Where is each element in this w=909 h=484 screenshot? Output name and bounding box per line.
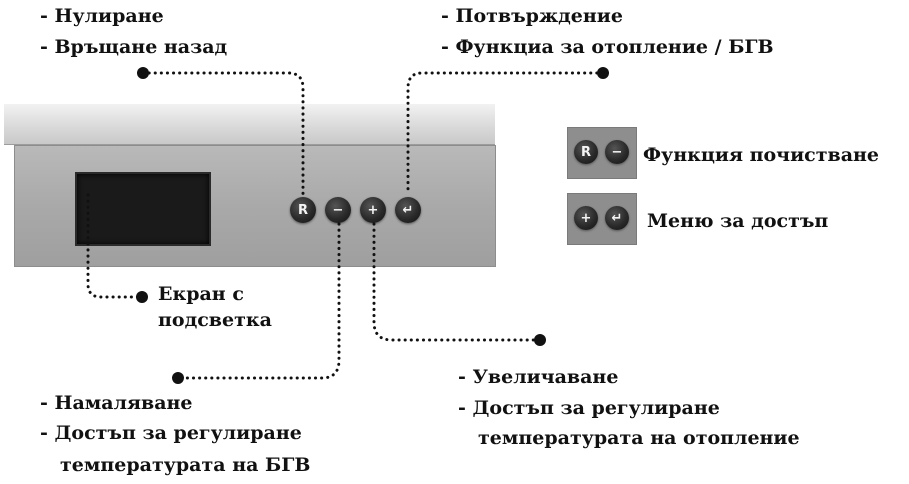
confirm-leader-line (406, 71, 605, 196)
dhw-temperature-label: температурата на БГВ (60, 454, 311, 476)
minus-icon: − (605, 140, 629, 164)
reset-label: - Нулиране (40, 5, 164, 27)
confirm-label: - Потвърждение (441, 5, 623, 27)
backlit-screen (75, 172, 211, 246)
heating-access-label: - Достъп за регулиране (458, 397, 720, 419)
plus-icon: + (574, 206, 598, 230)
increase-leader-dot (534, 334, 546, 346)
dhw-access-label: - Достъп за регулиране (40, 422, 302, 444)
increase-leader-line (372, 222, 542, 342)
decrease-label: - Намаляване (40, 392, 193, 414)
enter-icon: ↵ (605, 206, 629, 230)
minus-button[interactable]: − (325, 197, 351, 223)
reset-leader-line (141, 71, 305, 196)
confirm-leader-dot (597, 67, 609, 79)
reset-button[interactable]: R (290, 197, 316, 223)
decrease-leader-dot (172, 372, 184, 384)
reset-icon: R (574, 140, 598, 164)
heating-temperature-label: температурата на отопление (478, 427, 800, 449)
increase-label: - Увеличаване (458, 366, 619, 388)
screen-label-line2: подсветка (158, 309, 272, 331)
heating-dhw-function-label: - Функциа за отопление / БГВ (441, 36, 774, 58)
screen-label-line1: Екран с (158, 283, 244, 305)
cleaning-function-label: Функция почистване (643, 144, 880, 166)
screen-leader-dot (136, 291, 148, 303)
enter-button[interactable]: ↵ (395, 197, 421, 223)
back-label: - Връщане назад (40, 36, 228, 58)
plus-button[interactable]: + (360, 197, 386, 223)
access-menu-label: Меню за достъп (647, 210, 829, 232)
decrease-leader-line (176, 222, 341, 380)
boiler-panel-top (4, 104, 495, 145)
screen-leader-line (86, 193, 142, 299)
access-menu-combo-swatch: + ↵ (567, 193, 637, 245)
cleaning-combo-swatch: R − (567, 127, 637, 179)
reset-leader-dot (137, 67, 149, 79)
